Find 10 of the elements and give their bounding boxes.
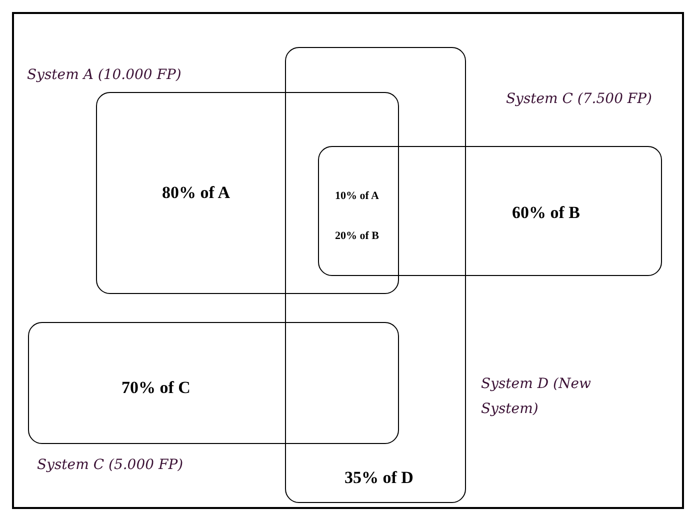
percentage-text: 60% of B (512, 203, 580, 223)
system-label: System D (New System) (481, 375, 592, 419)
overlap-percentage: 10% of A (335, 190, 379, 202)
system-label: System C (5.000 FP) (37, 456, 184, 475)
percentage-text: 70% of C (122, 378, 190, 398)
system-label: System C (7.500 FP) (504, 90, 654, 109)
system-label: System A (10.000 FP) (27, 66, 182, 85)
overlap-percentage: 20% of B (335, 230, 379, 242)
percentage-text: 35% of D (344, 468, 414, 488)
percentage-text: 80% of A (162, 183, 230, 203)
